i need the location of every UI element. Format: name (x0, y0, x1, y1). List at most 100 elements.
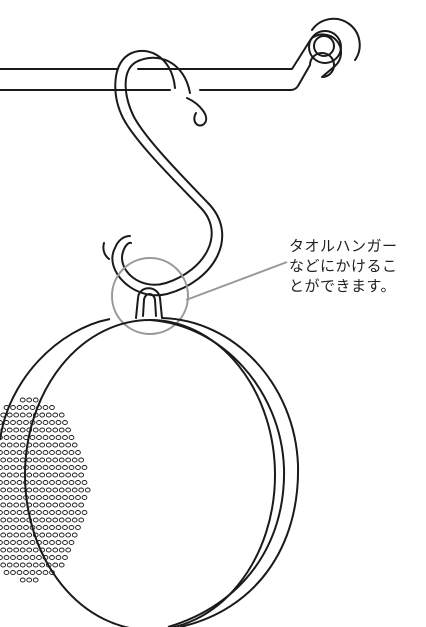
grille-hole (65, 517, 72, 523)
grille-hole (36, 525, 42, 530)
grille-hole (6, 427, 13, 433)
grille-hole (58, 442, 65, 448)
speaker-rim-outer (161, 317, 300, 627)
grille-hole (0, 427, 7, 433)
wall-mount-outer (308, 30, 342, 64)
hook-body-outer (114, 50, 213, 286)
grille-hole (42, 405, 49, 410)
grille-hole (68, 480, 75, 485)
grille-hole (6, 547, 13, 553)
hook-top-tip (186, 97, 208, 127)
grille-hole (58, 562, 65, 568)
grille-hole (36, 495, 42, 500)
grille-hole (39, 562, 46, 568)
grille-hole (62, 465, 68, 470)
grille-hole (3, 450, 10, 455)
grille-hole (10, 555, 16, 560)
grille-hole (29, 450, 36, 455)
grille-hole (29, 570, 36, 575)
grille-hole (29, 420, 36, 425)
grille-hole (55, 540, 62, 545)
grille-hole (10, 480, 16, 485)
grille-hole (45, 532, 52, 538)
grille-hole (42, 495, 49, 500)
grille-hole (62, 435, 68, 440)
grille-hole (19, 502, 26, 508)
grille-hole (32, 547, 39, 553)
grille-hole (29, 495, 36, 500)
grille-hole (78, 487, 85, 493)
caption-line-2: などにかけるこ (289, 257, 398, 275)
grille-hole (75, 525, 81, 530)
grille-hole (23, 465, 29, 470)
grille-hole (10, 435, 16, 440)
grille-hole (0, 420, 3, 425)
grille-hole (3, 405, 10, 410)
grille-hole (49, 495, 55, 500)
grille-hole (78, 457, 85, 463)
grille-hole (19, 472, 26, 478)
grille-hole (62, 450, 68, 455)
grille-hole (36, 405, 42, 410)
grille-hole (0, 540, 3, 545)
grille-hole (26, 562, 33, 568)
grille-hole (3, 570, 10, 575)
grille-hole (26, 577, 33, 583)
grille-hole (39, 412, 46, 418)
grille-hole (52, 427, 59, 433)
grille-hole (45, 457, 52, 463)
grille-hole (36, 435, 42, 440)
grille-hole (26, 532, 33, 538)
grille-hole (26, 427, 33, 433)
grille-hole (62, 555, 68, 560)
grille-hole (71, 532, 78, 538)
grille-hole (65, 487, 72, 493)
grille-hole (26, 442, 33, 448)
loop-inner (142, 293, 157, 317)
grille-hole (49, 465, 55, 470)
grille-hole (42, 450, 49, 455)
grille-hole (45, 427, 52, 433)
grille-hole (62, 480, 68, 485)
grille-hole (32, 502, 39, 508)
grille-hole (36, 450, 42, 455)
hook-body-inner (111, 56, 224, 297)
grille-hole (71, 487, 78, 493)
grille-hole (45, 412, 52, 418)
grille-hole (16, 495, 23, 500)
grille-hole (55, 465, 62, 470)
grille-hole (3, 510, 10, 515)
grille-hole (13, 547, 20, 553)
grille-hole (49, 540, 55, 545)
grille-hole (6, 517, 13, 523)
grille-hole (45, 472, 52, 478)
grille-hole (49, 435, 55, 440)
grille-hole (0, 487, 7, 493)
grille-hole (71, 472, 78, 478)
grille-hole (0, 525, 3, 530)
grille-hole (6, 472, 13, 478)
callout-leader-line (185, 261, 288, 301)
grille-hole (32, 562, 39, 568)
grille-hole (39, 472, 46, 478)
grille-hole (52, 472, 59, 478)
grille-hole (42, 435, 49, 440)
grille-hole (71, 442, 78, 448)
grille-hole (58, 517, 65, 523)
grille-hole (45, 562, 52, 568)
grille-hole (6, 412, 13, 418)
grille-hole (0, 450, 3, 455)
grille-hole (78, 472, 85, 478)
grille-hole (39, 547, 46, 553)
grille-hole (58, 412, 65, 418)
grille-hole (3, 420, 10, 425)
grille-hole (55, 435, 62, 440)
grille-hole (42, 420, 49, 425)
grille-hole (45, 442, 52, 448)
grille-hole (65, 547, 72, 553)
grille-hole (65, 457, 72, 463)
grille-hole (6, 562, 13, 568)
grille-hole (45, 517, 52, 523)
grille-hole (6, 532, 13, 538)
grille-hole (16, 450, 23, 455)
